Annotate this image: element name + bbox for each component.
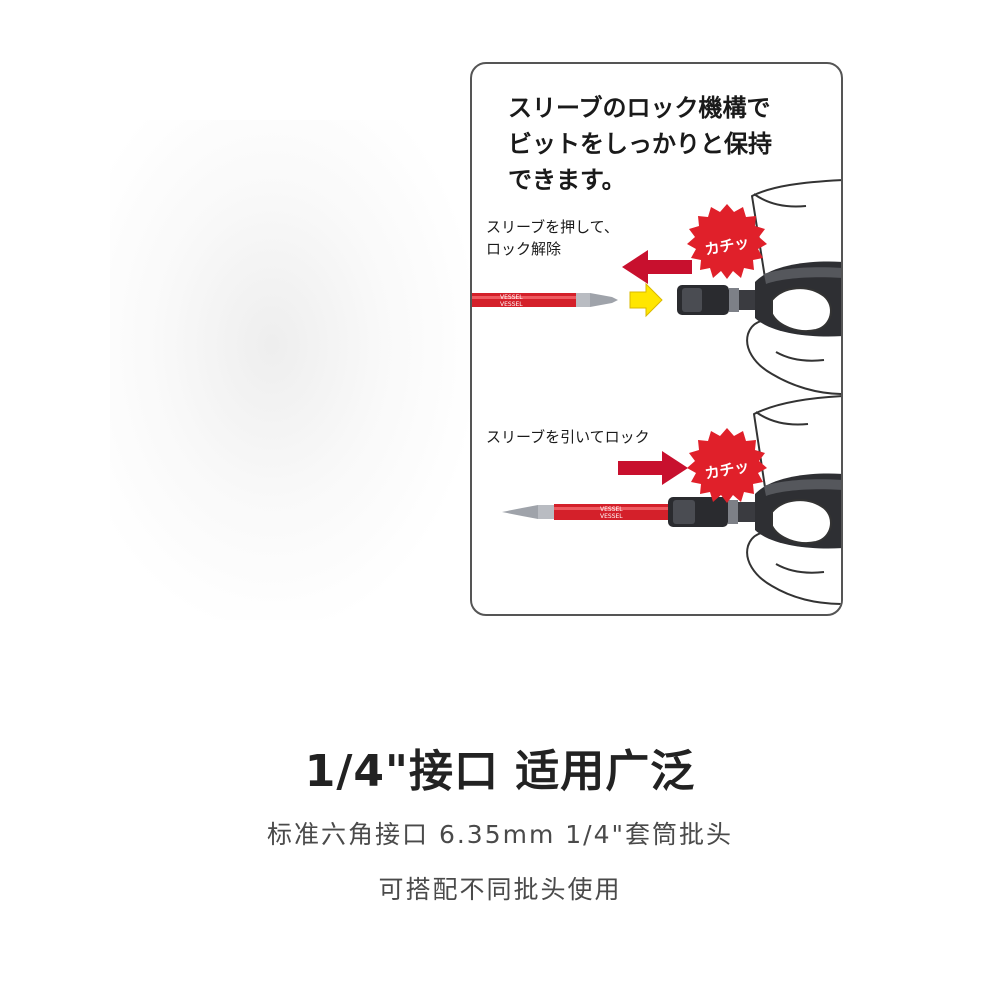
- bit-1-marking-a: VESSEL: [500, 294, 523, 301]
- instruction-panel: VESSEL VESSEL カチッ: [470, 62, 843, 616]
- caption-line-2: 可搭配不同批头使用: [378, 875, 622, 904]
- step2-label: スリーブを引いてロック: [486, 426, 650, 448]
- step2-label-line-1: スリーブを引いてロック: [486, 428, 650, 446]
- pull-arrow-icon: [618, 451, 688, 485]
- bit-1-marking-b: VESSEL: [500, 301, 523, 308]
- panel-title: スリーブのロック機構で ビットをしっかりと保持 できます。: [508, 90, 772, 198]
- panel-title-line-3: できます。: [508, 166, 626, 194]
- push-arrow-icon: [622, 250, 692, 284]
- insert-arrow-icon: [629, 282, 663, 318]
- illustration-canvas: VESSEL VESSEL カチッ: [472, 179, 841, 605]
- finger-2: [771, 499, 832, 544]
- panel-title-line-2: ビットをしっかりと保持: [508, 130, 772, 158]
- step1-label-line-2: ロック解除: [486, 240, 562, 258]
- bit-1: [472, 293, 618, 307]
- bit-2-marking-b: VESSEL: [600, 513, 623, 520]
- sleeve-1: [677, 285, 755, 315]
- click-burst-badge-1: [687, 204, 767, 279]
- step1-illustration: VESSEL VESSEL カチッ: [472, 179, 841, 395]
- click-burst-badge-2: [687, 428, 767, 503]
- background-haze: [110, 120, 470, 620]
- step2-illustration: VESSEL VESSEL カチッ: [502, 395, 841, 605]
- step1-label: スリーブを押して、 ロック解除: [486, 216, 619, 260]
- step1-label-line-1: スリーブを押して、: [486, 218, 619, 236]
- finger-1: [771, 287, 832, 332]
- bit-2-marking-a: VESSEL: [600, 506, 623, 513]
- sleeve-2: [668, 497, 755, 527]
- panel-title-line-1: スリーブのロック機構で: [508, 94, 771, 122]
- caption-line-1: 标准六角接口 6.35mm 1/4"套筒批头: [267, 820, 733, 849]
- caption-headline: 1/4"接口 适用广泛: [304, 746, 696, 797]
- bit-2: [502, 504, 668, 520]
